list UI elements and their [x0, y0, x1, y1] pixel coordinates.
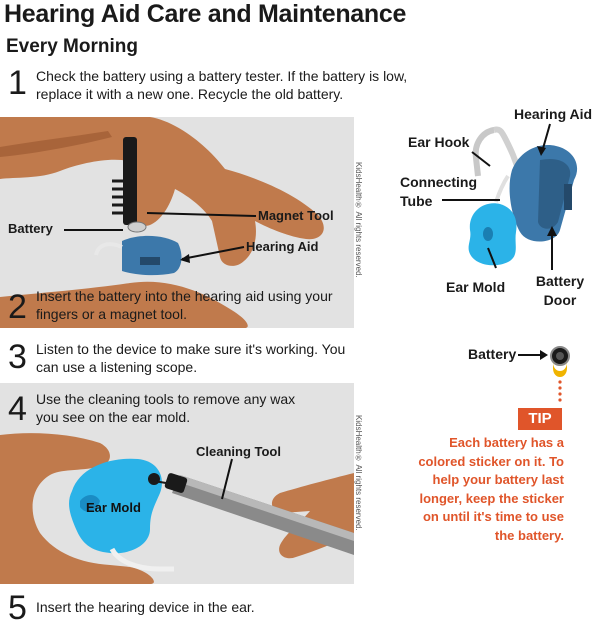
diagram-ear-mold-label: Ear Mold: [446, 279, 506, 295]
cleaning-tool-highlight: [178, 475, 354, 541]
cleaning-panel: Cleaning Tool Ear Mold: [0, 383, 354, 584]
ear-mold: [69, 458, 162, 554]
battery-insertion-panel: Battery Magnet Tool Hearing Aid: [0, 117, 354, 328]
hearing-aid-leader-line: [181, 246, 245, 260]
step-5-number: 5: [8, 589, 27, 627]
copyright-credit-2: KidsHealth® All rights reserved.: [354, 415, 363, 531]
diagram-connecting-tube-label: Connecting Tube: [400, 174, 477, 209]
hand-shadow: [0, 131, 112, 157]
step-3-number: 3: [8, 338, 27, 376]
ear-mold-tubing: [109, 547, 174, 572]
step-1-text: Check the battery using a battery tester…: [36, 68, 408, 102]
step-2-text: Insert the battery into the hearing aid …: [36, 288, 333, 322]
tip-battery-sticker: [553, 362, 567, 377]
tip-battery-arrow: [540, 350, 548, 360]
ear-mold-sound-bore: [148, 473, 160, 485]
magnet-tool-label: Magnet Tool: [258, 208, 334, 223]
tip-text: Each battery has a colored sticker on it…: [418, 435, 564, 543]
ear-mold-leader: [487, 247, 497, 269]
diagram-hearing-aid-label: Hearing Aid: [514, 106, 593, 122]
step-5-text: Insert the hearing device in the ear.: [36, 599, 255, 615]
cleaning-illustration: [0, 433, 354, 584]
section-subtitle: Every Morning: [6, 36, 138, 57]
hearing-aid-body: [122, 235, 182, 276]
step-2-number: 2: [8, 288, 27, 326]
magnet-tool-shaft: [123, 137, 137, 225]
hearing-aid-battery-door: [140, 257, 160, 265]
step-3-text: Listen to the device to make sure it's w…: [36, 341, 346, 375]
cleaning-tool-leader-line: [221, 458, 233, 500]
cleaning-tool-wire: [153, 480, 167, 484]
magnet-tool-leader-line: [146, 212, 257, 217]
battery-label: Battery: [8, 221, 53, 236]
tip-battery-label: Battery: [468, 346, 517, 362]
page-title: Hearing Aid Care and Maintenance: [4, 0, 407, 28]
diagram-battery-door-label: Battery Door: [535, 273, 585, 308]
diagram-battery-door: [564, 184, 572, 210]
copyright-credit-1: KidsHealth® All rights reserved.: [354, 162, 363, 278]
step-1-number: 1: [8, 64, 27, 102]
hearing-aid-leader-arrow: [537, 146, 546, 156]
ear-mold-label: Ear Mold: [86, 500, 141, 515]
diagram-hearing-aid-shade: [538, 158, 571, 229]
ear-hook-leader: [471, 151, 491, 167]
diagram-tube-connector: [494, 174, 510, 203]
tip-battery-center: [556, 352, 564, 360]
ear-hook-shape: [472, 127, 495, 177]
cleaning-tool-label: Cleaning Tool: [196, 444, 281, 459]
cleaning-tool-tip: [164, 473, 188, 493]
hearing-aid-arrowhead: [180, 254, 190, 263]
lower-hand: [0, 281, 248, 328]
left-hand: [0, 433, 154, 584]
battery-disc: [127, 221, 147, 233]
diagram-ear-mold-opening: [483, 227, 493, 241]
upper-hand: [0, 117, 324, 266]
battery-door-leader-arrow: [547, 226, 557, 236]
ear-mold-shadow: [80, 495, 100, 512]
hearing-aid-diagram: [442, 123, 578, 270]
tip-battery-disc: [550, 346, 570, 366]
tip-badge: TIP: [518, 408, 562, 430]
battery-insertion-illustration: [0, 117, 324, 328]
diagram-ear-hook-label: Ear Hook: [408, 134, 470, 150]
hearing-aid-leader: [541, 123, 551, 153]
tip-dotted-line: [558, 380, 562, 402]
magnet-tool-brush: [112, 179, 123, 215]
hearing-aid-label: Hearing Aid: [246, 239, 319, 254]
step-4-text: Use the cleaning tools to remove any wax…: [36, 391, 296, 425]
hearing-aid-tube: [94, 242, 123, 256]
step-4-number: 4: [8, 390, 27, 428]
